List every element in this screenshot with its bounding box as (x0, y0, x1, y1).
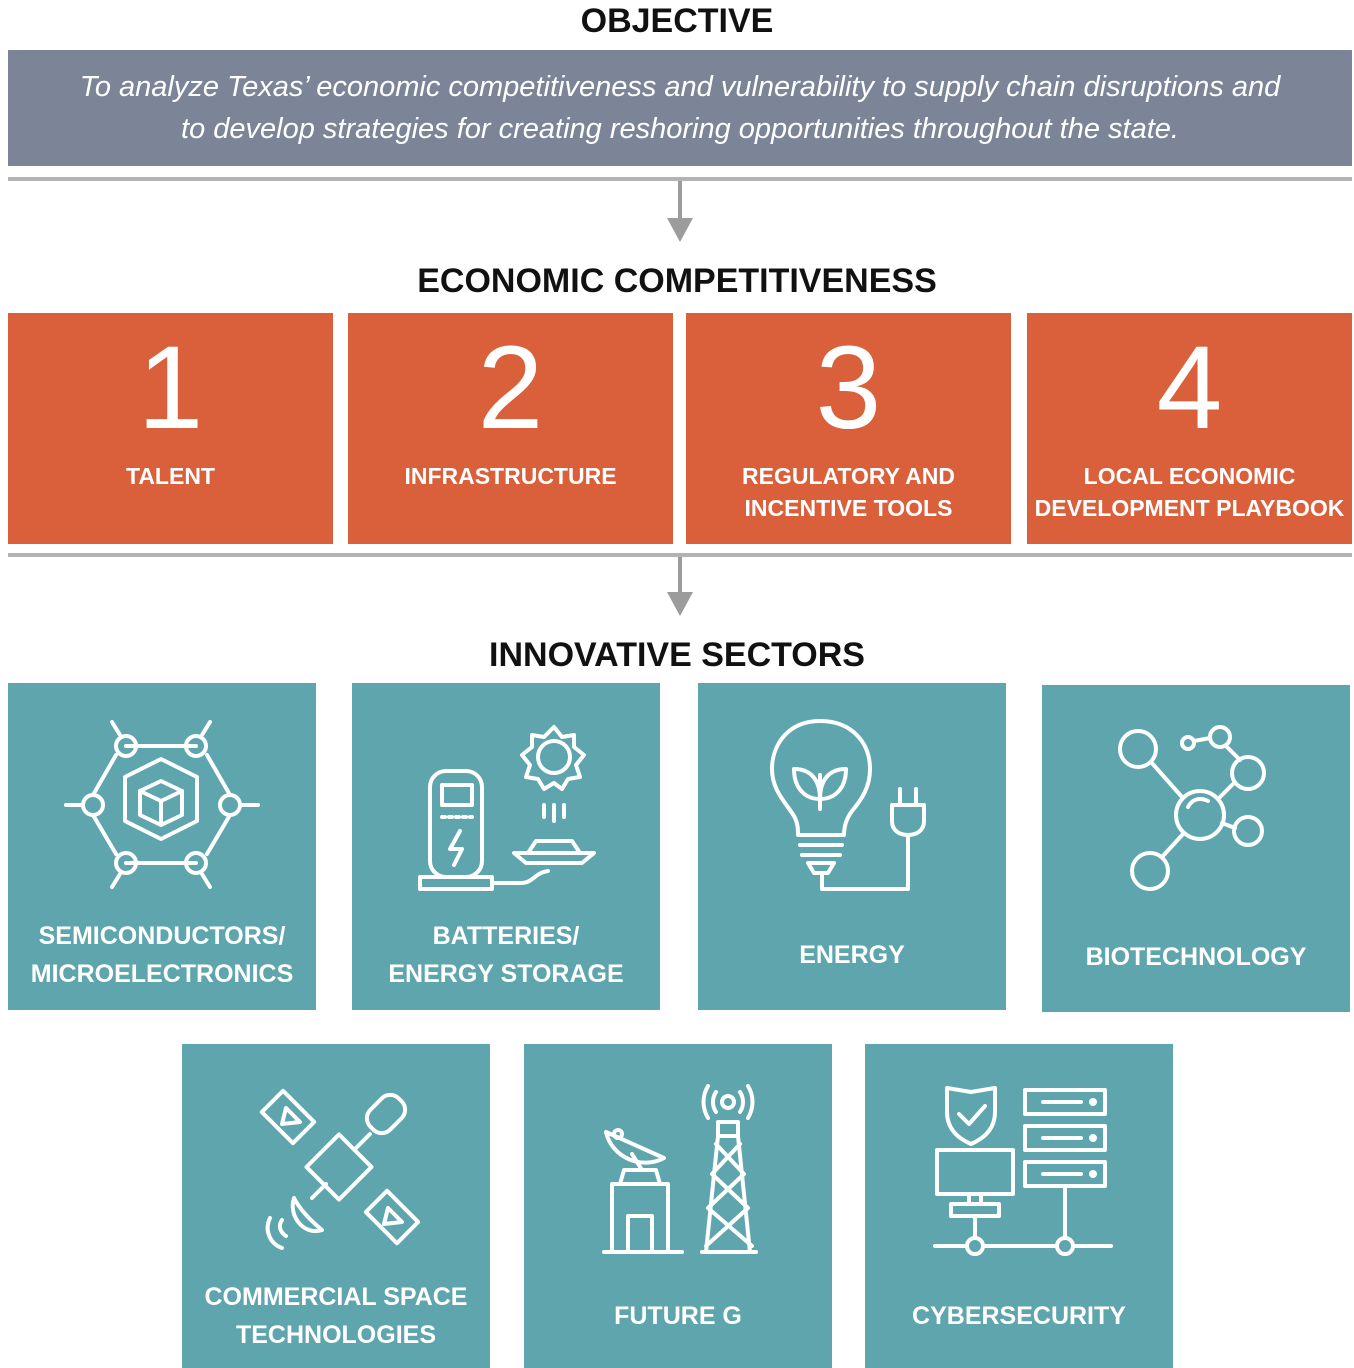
pillar-regulatory: 3 REGULATORY AND INCENTIVE TOOLS (686, 313, 1011, 544)
server-shield-icon (933, 1086, 1113, 1256)
pillar-local-playbook: 4 LOCAL ECONOMIC DEVELOPMENT PLAYBOOK (1027, 313, 1352, 544)
sector-label-line: CYBERSECURITY (912, 1302, 1126, 1330)
sector-energy: ENERGY (698, 683, 1006, 1010)
pillar-number: 4 (1156, 322, 1223, 454)
sector-label-line: COMMERCIAL SPACE (204, 1283, 468, 1311)
sector-label: FUTURE G (524, 1297, 832, 1335)
sector-label-line: ENERGY (799, 941, 905, 969)
sector-label: COMMERCIAL SPACE TECHNOLOGIES (182, 1278, 490, 1354)
pillar-label-line: INCENTIVE TOOLS (744, 495, 953, 521)
sectors-heading: INNOVATIVE SECTORS (489, 636, 865, 674)
competitiveness-heading: ECONOMIC COMPETITIVENESS (417, 262, 937, 300)
pillar-number: 2 (477, 322, 544, 454)
sector-label-line: TECHNOLOGIES (235, 1321, 436, 1349)
microchip-network-icon (64, 720, 260, 889)
sector-label-line: BATTERIES/ (432, 922, 580, 950)
divider (8, 553, 1352, 557)
sector-label-line: ENERGY STORAGE (388, 960, 624, 988)
sector-batteries: BATTERIES/ ENERGY STORAGE (352, 683, 660, 1010)
objective-heading: OBJECTIVE (580, 2, 774, 40)
sector-cybersecurity: CYBERSECURITY (865, 1044, 1173, 1368)
sector-biotechnology: BIOTECHNOLOGY (1042, 685, 1350, 1012)
sector-label-line: FUTURE G (614, 1302, 742, 1330)
pillar-label-line: DEVELOPMENT PLAYBOOK (1034, 495, 1345, 521)
satellite-icon (259, 1088, 421, 1250)
pillar-number: 3 (815, 322, 882, 454)
molecule-icon (1118, 725, 1266, 891)
pillar-label: TALENT (8, 460, 333, 492)
sector-label: BIOTECHNOLOGY (1042, 938, 1350, 976)
objective-text-line-2: to develop strategies for creating resho… (181, 113, 1179, 145)
sector-semiconductors: SEMICONDUCTORS/ MICROELECTRONICS (8, 683, 316, 1010)
pillar-label: INFRASTRUCTURE (348, 460, 673, 492)
pillar-label-line: TALENT (125, 463, 215, 489)
sector-future-g: FUTURE G (524, 1044, 832, 1368)
sector-label: BATTERIES/ ENERGY STORAGE (352, 917, 660, 993)
pillar-label-line: INFRASTRUCTURE (404, 463, 617, 489)
sector-label: CYBERSECURITY (865, 1297, 1173, 1335)
eco-lightbulb-icon (770, 719, 926, 891)
pillar-label: LOCAL ECONOMIC DEVELOPMENT PLAYBOOK (1027, 460, 1352, 524)
sector-label-line: BIOTECHNOLOGY (1085, 943, 1307, 971)
pillar-label: REGULATORY AND INCENTIVE TOOLS (686, 460, 1011, 524)
pillar-number: 1 (137, 322, 204, 454)
pillar-label-line: REGULATORY AND (742, 463, 955, 489)
sector-commercial-space: COMMERCIAL SPACE TECHNOLOGIES (182, 1044, 490, 1368)
sector-label-line: SEMICONDUCTORS/ (38, 922, 286, 950)
objective-box: To analyze Texas’ economic competitivene… (8, 50, 1352, 166)
pillar-label-line: LOCAL ECONOMIC (1083, 463, 1296, 489)
sector-label: ENERGY (698, 936, 1006, 974)
pillar-infrastructure: 2 INFRASTRUCTURE (348, 313, 673, 544)
charging-station-icon (418, 725, 596, 891)
divider (8, 177, 1352, 181)
sector-label: SEMICONDUCTORS/ MICROELECTRONICS (8, 917, 316, 993)
cell-tower-icon (602, 1084, 758, 1254)
objective-text-line-1: To analyze Texas’ economic competitivene… (79, 71, 1281, 103)
pillar-talent: 1 TALENT (8, 313, 333, 544)
sector-label-line: MICROELECTRONICS (30, 960, 294, 988)
